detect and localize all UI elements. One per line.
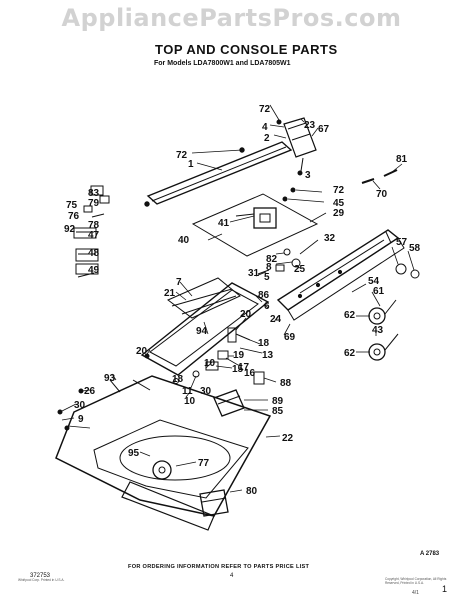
page-number: 4 bbox=[230, 573, 234, 579]
callout-47: 47 bbox=[88, 230, 100, 241]
callout-40: 40 bbox=[178, 235, 190, 246]
callout-93: 93 bbox=[104, 373, 116, 384]
callout-86: 86 bbox=[258, 290, 270, 301]
dispenser-cup bbox=[199, 489, 229, 517]
callout-9: 9 bbox=[78, 414, 84, 425]
callout-82: 82 bbox=[266, 254, 278, 265]
figure-id: A 2783 bbox=[420, 551, 440, 557]
callout-45: 45 bbox=[333, 198, 345, 209]
door-lid-frame bbox=[140, 277, 270, 376]
corner-number: 1 bbox=[442, 584, 448, 594]
callout-83: 83 bbox=[88, 188, 100, 199]
callout-29: 29 bbox=[333, 208, 345, 219]
callout-94: 94 bbox=[196, 326, 208, 337]
callout-72: 72 bbox=[333, 185, 345, 196]
timer-control-box bbox=[276, 117, 317, 176]
document-code: 372753 bbox=[30, 573, 51, 579]
callout-24: 24 bbox=[270, 314, 282, 325]
callout-75: 75 bbox=[66, 200, 78, 211]
callout-88: 88 bbox=[280, 378, 292, 389]
page-title: TOP AND CONSOLE PARTS bbox=[155, 42, 338, 57]
callout-78: 78 bbox=[88, 220, 100, 231]
callout-95: 95 bbox=[128, 448, 140, 459]
callout-72: 72 bbox=[176, 150, 188, 161]
fine-print-right: Copyright, Whirlpool Corporation, All Ri… bbox=[385, 577, 447, 585]
callout-77: 77 bbox=[198, 458, 210, 469]
callout-4: 4 bbox=[262, 122, 268, 133]
callout-10: 10 bbox=[184, 396, 196, 407]
callout-80: 80 bbox=[246, 486, 258, 497]
callout-11: 11 bbox=[182, 386, 193, 397]
callout-57: 57 bbox=[396, 237, 408, 248]
callout-43: 43 bbox=[372, 325, 384, 336]
callout-62: 62 bbox=[344, 348, 356, 359]
small-switch-parts bbox=[257, 248, 301, 275]
callout-32: 32 bbox=[324, 233, 336, 244]
callout-6: 6 bbox=[264, 301, 270, 312]
callout-21: 21 bbox=[164, 288, 176, 299]
callout-10: 10 bbox=[204, 358, 216, 369]
callout-18: 18 bbox=[172, 374, 184, 385]
wiring-board bbox=[191, 193, 319, 257]
callout-2: 2 bbox=[264, 133, 270, 144]
callout-20: 20 bbox=[136, 346, 148, 357]
callout-5: 5 bbox=[264, 272, 270, 283]
callout-18: 18 bbox=[258, 338, 270, 349]
right-switches bbox=[213, 371, 265, 417]
callout-17: 17 bbox=[238, 362, 250, 373]
callout-69: 69 bbox=[284, 332, 296, 343]
callout-72: 72 bbox=[259, 104, 271, 115]
callout-30: 30 bbox=[74, 400, 86, 411]
callout-62: 62 bbox=[344, 310, 356, 321]
callout-1: 1 bbox=[188, 159, 194, 170]
callout-41: 41 bbox=[218, 218, 230, 229]
watermark: AppliancePartsPros.com bbox=[61, 4, 402, 32]
leader-lines bbox=[59, 104, 415, 493]
knobs bbox=[368, 263, 420, 361]
callout-70: 70 bbox=[376, 189, 388, 200]
small-mark: 4/1 bbox=[412, 590, 419, 596]
callout-15: 15 bbox=[232, 364, 244, 375]
callout-81: 81 bbox=[396, 154, 408, 165]
callout-58: 58 bbox=[409, 243, 421, 254]
callout-89: 89 bbox=[272, 396, 284, 407]
callout-48: 48 bbox=[88, 248, 100, 259]
main-top-cover bbox=[55, 375, 272, 531]
right-screws bbox=[282, 169, 398, 202]
callout-25: 25 bbox=[294, 264, 306, 275]
callout-49: 49 bbox=[88, 265, 100, 276]
callout-54: 54 bbox=[368, 276, 380, 287]
callout-7: 7 bbox=[176, 277, 182, 288]
callout-92: 92 bbox=[64, 224, 76, 235]
callout-79: 79 bbox=[88, 198, 100, 209]
callout-labels: 72 4 23 67 2 3 72 1 81 72 70 45 29 83 79… bbox=[64, 104, 421, 497]
callout-19: 19 bbox=[233, 350, 245, 361]
left-hardware bbox=[57, 379, 151, 431]
callout-76: 76 bbox=[68, 211, 80, 222]
callout-22: 22 bbox=[282, 433, 294, 444]
callout-13: 13 bbox=[262, 350, 274, 361]
callout-67: 67 bbox=[318, 124, 330, 135]
callout-23: 23 bbox=[304, 120, 316, 131]
switch-kit-inset bbox=[73, 185, 110, 278]
callout-8: 8 bbox=[266, 262, 272, 273]
console-rail bbox=[276, 229, 405, 321]
callout-31: 31 bbox=[248, 268, 260, 279]
callout-30: 30 bbox=[200, 386, 212, 397]
callout-61: 61 bbox=[373, 286, 385, 297]
model-subtitle: For Models LDA7800W1 and LDA7805W1 bbox=[154, 60, 291, 67]
callout-85: 85 bbox=[272, 406, 284, 417]
callout-16: 16 bbox=[244, 368, 256, 379]
fine-print-left: Whirlpool Corp. Printed in U.S.A. bbox=[18, 578, 65, 582]
callout-20: 20 bbox=[240, 309, 252, 320]
callout-26: 26 bbox=[84, 386, 96, 397]
ordering-note: FOR ORDERING INFORMATION REFER TO PARTS … bbox=[128, 564, 310, 570]
callout-3: 3 bbox=[305, 170, 311, 181]
